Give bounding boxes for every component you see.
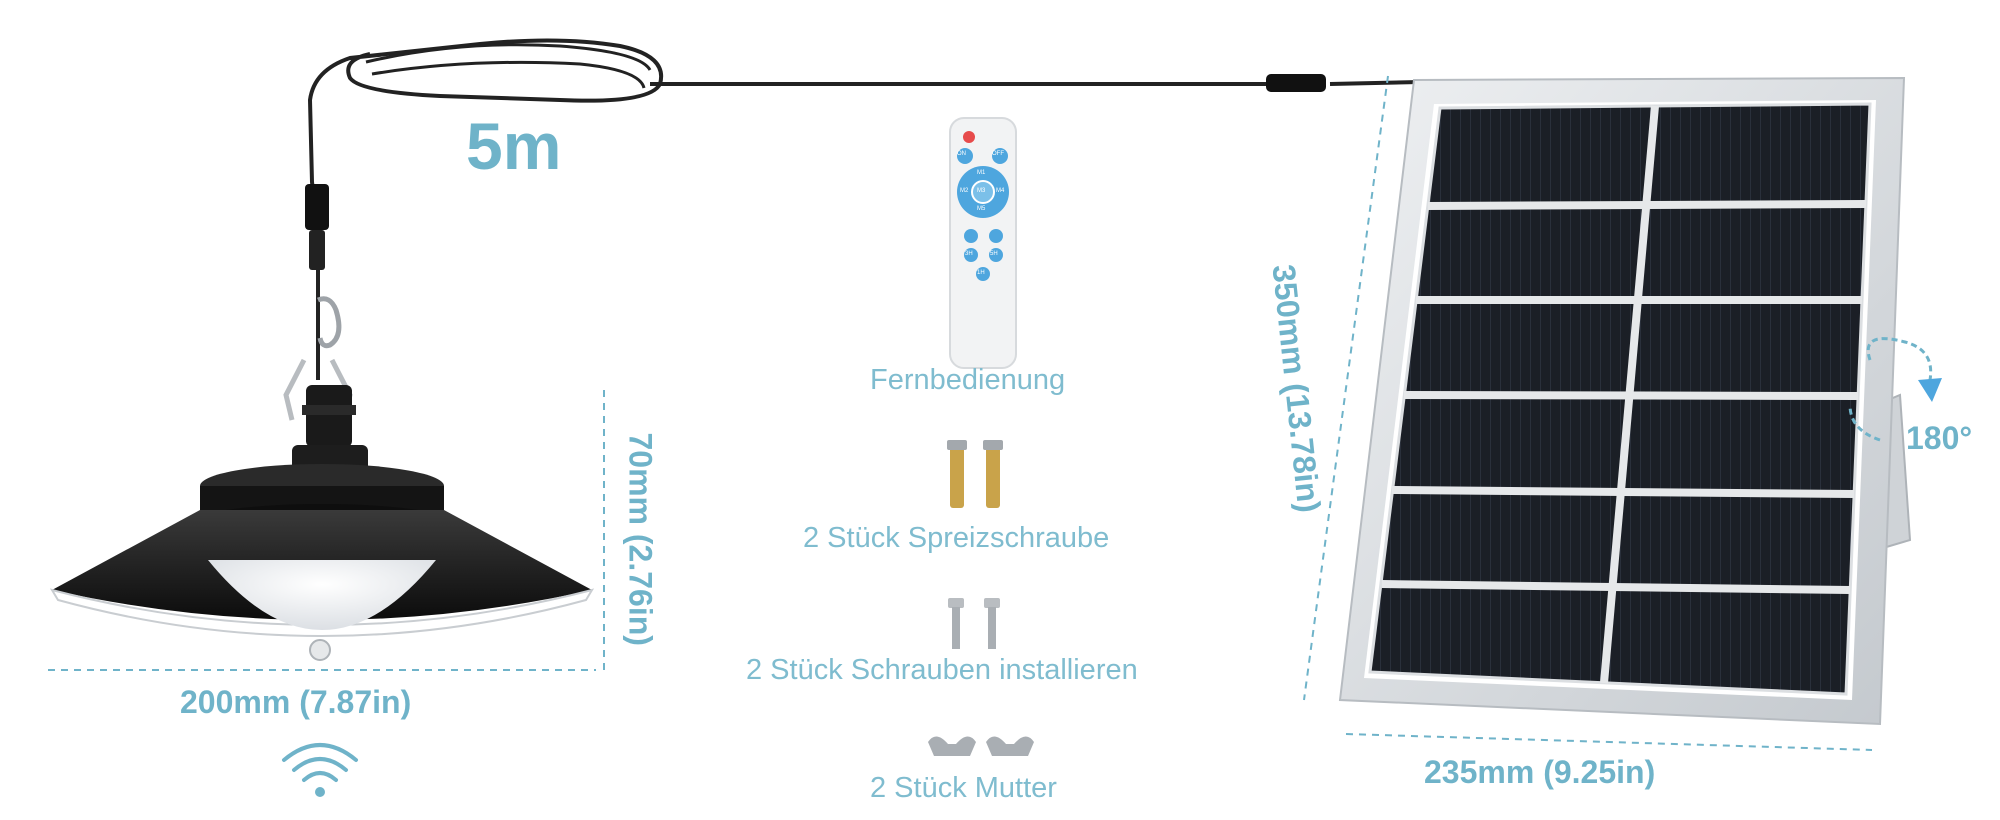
remote-label: Fernbedienung [870, 364, 1066, 396]
remote-button-off: OFF [992, 151, 1004, 157]
cable-length-label: 5m [466, 109, 562, 183]
remote-button-3h: 3H [965, 251, 973, 257]
lamp-width-label: 200mm (7.87in) [180, 684, 412, 720]
expansion-screws [947, 440, 1003, 508]
solar-panel [1338, 76, 1912, 726]
panel-connector [1266, 74, 1326, 92]
remote-button-m3: M3 [977, 188, 986, 194]
pendant-lamp [49, 296, 595, 661]
remote-button-m1: M1 [977, 170, 986, 176]
panel-height-line [1303, 75, 1389, 701]
remote-button-m4: M4 [996, 188, 1005, 194]
panel-width-label: 235mm (9.25in) [1424, 754, 1656, 790]
remote-button-m5: M5 [977, 206, 986, 212]
wing-nuts [928, 736, 1034, 756]
expansion-screws-label: 2 Stück Spreizschraube [803, 522, 1110, 554]
panel-rotation-label: 180° [1906, 420, 1973, 456]
rotate-arrow-head [1918, 378, 1942, 402]
install-screws-label: 2 Stück Schrauben installieren [746, 654, 1138, 686]
remote-button-1h: 1H [977, 270, 985, 276]
lamp-height-label: 70mm (2.76in) [622, 432, 659, 646]
panel-width-line [1345, 733, 1873, 751]
remote-button-5h: 5H [990, 251, 998, 257]
motion-sensor-icon [282, 743, 358, 797]
rotate-arrow-icon [1848, 337, 1933, 442]
nuts-label: 2 Stück Mutter [870, 772, 1057, 804]
lamp-connector [305, 184, 329, 230]
remote-button-m2: M2 [960, 188, 969, 194]
remote-button-on: ON [957, 151, 966, 157]
remote-control [949, 117, 1017, 369]
install-screws [948, 598, 1000, 649]
cable [307, 38, 1421, 380]
